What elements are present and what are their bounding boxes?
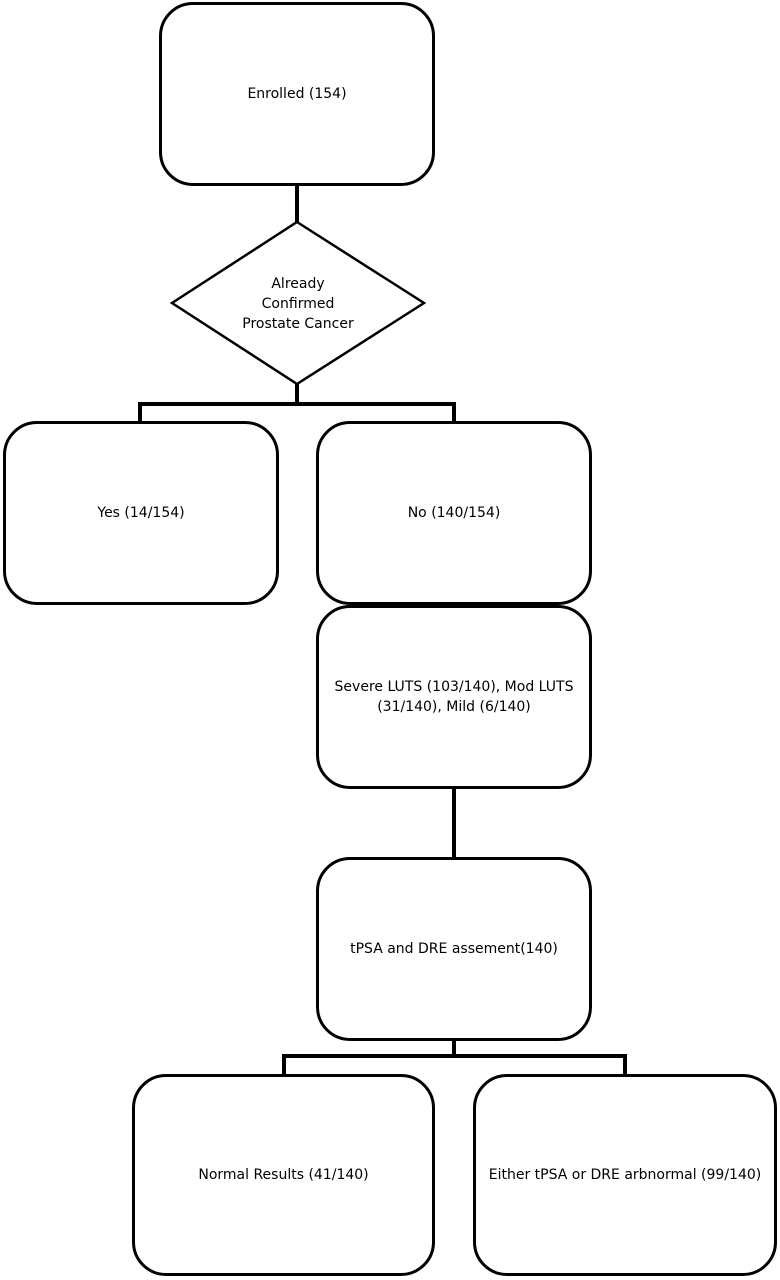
decision-label-line-2: Confirmed bbox=[261, 296, 335, 312]
enrolled-box: Enrolled (154) bbox=[159, 2, 435, 186]
abnormal-results-box: Either tPSA or DRE arbnormal (99/140) bbox=[473, 1074, 777, 1276]
assessment-label: tPSA and DRE assement(140) bbox=[350, 941, 558, 957]
normal-results-label: Normal Results (41/140) bbox=[198, 1167, 369, 1183]
yes-label: Yes (14/154) bbox=[97, 505, 185, 521]
luts-box: Severe LUTS (103/140), Mod LUTS (31/140)… bbox=[316, 605, 592, 789]
luts-label: Severe LUTS (103/140), Mod LUTS (31/140)… bbox=[334, 679, 574, 715]
assessment-box: tPSA and DRE assement(140) bbox=[316, 857, 592, 1041]
no-box: No (140/154) bbox=[316, 421, 592, 605]
yes-box: Yes (14/154) bbox=[3, 421, 279, 605]
abnormal-results-label: Either tPSA or DRE arbnormal (99/140) bbox=[488, 1167, 762, 1183]
enrolled-label: Enrolled (154) bbox=[247, 86, 347, 102]
decision-label-line-3: Prostate Cancer bbox=[242, 316, 354, 332]
decision-label-line-1: Already bbox=[271, 276, 325, 292]
normal-results-box: Normal Results (41/140) bbox=[132, 1074, 435, 1276]
no-label: No (140/154) bbox=[407, 505, 501, 521]
decision-label: Already Confirmed Prostate Cancer bbox=[208, 274, 388, 334]
